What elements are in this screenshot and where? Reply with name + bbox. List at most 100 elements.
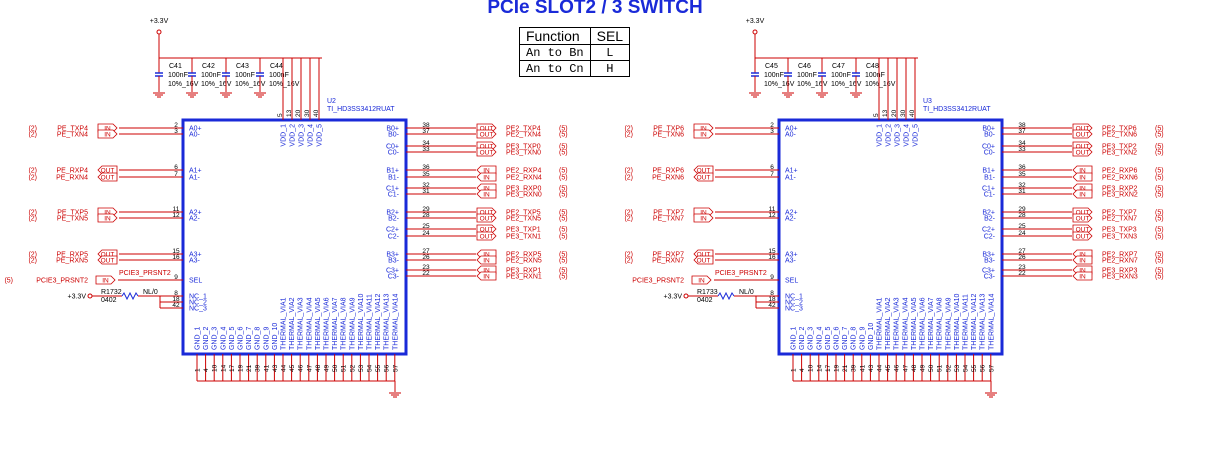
left-pin-number: 12 (172, 212, 180, 219)
bottom-pin-name: GND_9 (263, 327, 270, 350)
left-net-flag-label: OUT (697, 258, 711, 265)
bottom-pin-name: THERMAL_VIA14 (988, 293, 995, 350)
bottom-pin-name: GND_4 (220, 327, 227, 350)
left-net-sheet-ref: (2) (28, 210, 37, 217)
bottom-pin-number: 52 (945, 364, 952, 372)
right-pin-number: 27 (422, 248, 430, 255)
right-net-sheet-ref: (5) (1155, 210, 1164, 217)
vdd-pin-name: VDD_2 (290, 124, 297, 147)
right-net-flag (476, 255, 497, 265)
vdd-pin-number: 5 (277, 113, 284, 117)
left-net-flag-label: OUT (697, 252, 711, 259)
right-net-flag-label: IN (1079, 258, 1086, 265)
cap-rating: 10%_16V (764, 81, 795, 88)
bottom-pin-name: GND_3 (808, 327, 815, 350)
cap-value: 100nF (797, 72, 817, 79)
right-pin-number: 22 (422, 270, 430, 277)
bottom-pin-number: 39 (851, 364, 858, 372)
right-net-sheet-ref: (5) (1155, 216, 1164, 223)
right-net-sheet-ref: (5) (559, 216, 568, 223)
vdd-pin-name: VDD_2 (886, 124, 893, 147)
cap-ref: C42 (202, 63, 215, 70)
left-net-flag (693, 213, 714, 223)
left-pin-name: A2+ (189, 210, 202, 217)
power-label: +3.3V (746, 18, 765, 25)
right-net-sheet-ref: (5) (1155, 144, 1164, 151)
right-net-flag-label: OUT (480, 227, 494, 234)
left-net-flag (97, 213, 118, 223)
vdd-pin-number: 30 (304, 109, 311, 117)
right-net-flag-label: OUT (1076, 150, 1090, 157)
cap-rating: 10%_16V (831, 81, 862, 88)
left-pin-number: 6 (174, 164, 178, 171)
left-net-sheet-ref: (2) (624, 132, 633, 139)
right-pin-name: B2+ (982, 210, 995, 217)
left-net-flag-label: IN (104, 126, 111, 133)
right-pin-name: B2- (984, 216, 996, 223)
vdd-pin-name: VDD_3 (299, 124, 306, 147)
left-pin-name: SEL (785, 278, 798, 285)
left-net-sheet-ref: (2) (28, 126, 37, 133)
right-net-name: PE2_TXP4 (506, 126, 541, 133)
right-net-sheet-ref: (5) (559, 168, 568, 175)
right-net-name: PE3_TXP1 (506, 227, 541, 234)
right-pin-number: 36 (422, 164, 430, 171)
left-pin-name: NC_3 (189, 306, 207, 313)
bottom-pin-name: THERMAL_VIA8 (937, 297, 944, 350)
bottom-pin-name: GND_10 (868, 323, 875, 350)
bottom-pin-number: 4 (203, 368, 210, 372)
bottom-pin-number: 4 (799, 368, 806, 372)
right-pin-number: 32 (422, 182, 430, 189)
bottom-pin-number: 50 (928, 364, 935, 372)
left-net-flag-label: OUT (697, 168, 711, 175)
bottom-pin-number: 55 (971, 364, 978, 372)
left-pin-name: A0+ (189, 126, 202, 133)
left-net-name: PE_RXN4 (56, 175, 88, 182)
left-pin-name: NC_1 (785, 294, 803, 301)
right-pin-number: 38 (1018, 122, 1026, 129)
bottom-pin-name: THERMAL_VIA12 (375, 293, 382, 350)
right-pin-name: B1+ (386, 168, 399, 175)
right-net-sheet-ref: (5) (1155, 268, 1164, 275)
resistor-value: NL/0 (739, 289, 754, 296)
power-symbol-icon (156, 29, 162, 35)
right-net-flag-label: IN (483, 274, 490, 281)
resistor-symbol (121, 291, 139, 301)
bottom-pin-name: THERMAL_VIA11 (963, 294, 970, 350)
resistor-value: NL/0 (143, 289, 158, 296)
bottom-pin-number: 10 (808, 364, 815, 372)
right-pin-name: C0- (388, 150, 400, 157)
bottom-pin-number: 1 (195, 368, 202, 372)
right-net-flag (476, 129, 497, 139)
left-net-name: PE_TXN4 (57, 132, 88, 139)
cap-rating: 10%_16V (235, 81, 266, 88)
right-net-sheet-ref: (5) (559, 144, 568, 151)
right-pin-number: 28 (422, 212, 430, 219)
cap-value: 100nF (865, 72, 885, 79)
right-pin-number: 29 (422, 206, 430, 213)
chip-body (777, 118, 1004, 356)
right-net-name: PE3_TXN0 (506, 150, 541, 157)
right-net-flag (476, 213, 497, 223)
cap-ref: C47 (832, 63, 845, 70)
bottom-pin-number: 56 (384, 364, 391, 372)
right-net-name: PE2_RXP4 (506, 168, 542, 175)
right-pin-name: B0+ (386, 126, 399, 133)
right-net-name: PE2_RXN5 (506, 258, 542, 265)
right-net-flag (1072, 189, 1093, 199)
bottom-pin-number: 14 (816, 364, 823, 372)
right-net-sheet-ref: (5) (559, 210, 568, 217)
bottom-pin-name: THERMAL_VIA1 (877, 297, 884, 350)
bottom-pin-name: THERMAL_VIA3 (894, 297, 901, 350)
cap-value: 100nF (235, 72, 255, 79)
right-net-flag (1072, 231, 1093, 241)
left-pin-number: 2 (174, 122, 178, 129)
bottom-pin-name: THERMAL_VIA10 (358, 293, 365, 350)
left-pin-number: 18 (768, 296, 776, 303)
left-pin-name: A3- (189, 258, 201, 265)
left-net-flag-label: OUT (101, 252, 115, 259)
right-pin-number: 23 (422, 264, 430, 271)
bottom-pin-name: THERMAL_VIA4 (306, 297, 313, 350)
right-net-flag-label: OUT (480, 234, 494, 241)
left-pin-name: NC_3 (785, 306, 803, 313)
